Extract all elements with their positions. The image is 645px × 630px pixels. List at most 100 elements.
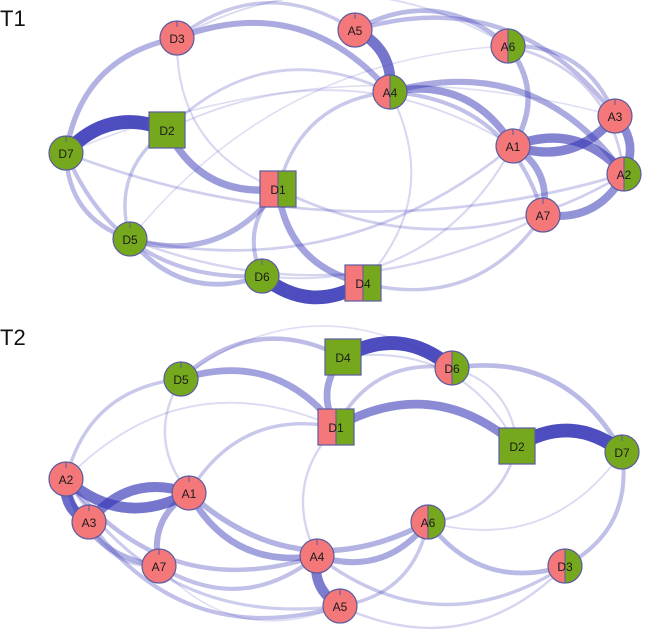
node-d2[interactable]: D2 bbox=[148, 111, 186, 149]
node-d7[interactable]: D7 bbox=[48, 135, 84, 171]
edge-a5-a3 bbox=[352, 15, 618, 119]
node-a5[interactable]: A5 bbox=[337, 12, 373, 48]
node-label: D3 bbox=[169, 32, 185, 46]
edge-a6-d7 bbox=[427, 451, 623, 531]
edge-a1-a4 bbox=[185, 489, 321, 562]
edge-a6-a2 bbox=[506, 44, 626, 176]
node-d1[interactable]: D1 bbox=[259, 170, 297, 208]
edge-a5-a6 bbox=[352, 8, 511, 49]
node-label: D1 bbox=[328, 421, 344, 435]
edge-d4-a4 bbox=[361, 90, 413, 285]
edge-a4-a7 bbox=[387, 89, 546, 218]
edge-a6-d3 bbox=[425, 519, 568, 576]
node-label: A3 bbox=[82, 516, 97, 530]
edge-d5-d4 bbox=[178, 336, 346, 382]
node-label: D2 bbox=[509, 440, 525, 454]
node-label: A4 bbox=[310, 550, 325, 564]
node-a3[interactable]: A3 bbox=[597, 98, 633, 134]
node-a6[interactable]: A6 bbox=[410, 504, 446, 540]
node-label: A6 bbox=[421, 516, 436, 530]
node-label: D5 bbox=[122, 233, 138, 247]
node-a7[interactable]: A7 bbox=[141, 548, 177, 584]
node-label: D2 bbox=[159, 124, 175, 138]
node-label: D1 bbox=[270, 183, 286, 197]
node-a6[interactable]: A6 bbox=[490, 28, 526, 64]
node-label: A6 bbox=[501, 40, 516, 54]
node-label: A2 bbox=[617, 168, 632, 182]
edge-d6-d7 bbox=[449, 363, 625, 455]
node-a1[interactable]: A1 bbox=[495, 128, 531, 164]
node-a4[interactable]: A4 bbox=[372, 74, 408, 110]
node-label: A7 bbox=[536, 209, 551, 223]
node-d5[interactable]: D5 bbox=[112, 221, 148, 257]
node-label: A7 bbox=[152, 560, 167, 574]
node-label: D5 bbox=[173, 373, 189, 387]
edge-a7-a4 bbox=[156, 553, 320, 591]
node-d6[interactable]: D6 bbox=[434, 350, 470, 386]
edge-a7-a5 bbox=[158, 565, 341, 622]
edge-d3-a5 bbox=[175, 1, 357, 40]
node-label: A4 bbox=[383, 86, 398, 100]
panel-label-t1: T1 bbox=[0, 6, 26, 31]
node-label: D4 bbox=[355, 277, 371, 291]
edge-a4-d3 bbox=[315, 554, 567, 607]
node-a5[interactable]: A5 bbox=[322, 588, 358, 624]
node-d2[interactable]: D2 bbox=[498, 427, 536, 465]
node-d3[interactable]: D3 bbox=[547, 548, 583, 584]
edge-a4-a1 bbox=[386, 85, 517, 150]
node-d5[interactable]: D5 bbox=[163, 361, 199, 397]
edge-a1-d1 bbox=[187, 422, 338, 495]
node-d6[interactable]: D6 bbox=[244, 258, 280, 294]
node-label: A5 bbox=[348, 24, 363, 38]
node-label: D3 bbox=[557, 560, 573, 574]
node-a2[interactable]: A2 bbox=[606, 156, 642, 192]
node-label: A3 bbox=[608, 110, 623, 124]
edge-a4-a2 bbox=[387, 78, 627, 177]
node-label: A5 bbox=[333, 600, 348, 614]
edge-d3-a4 bbox=[174, 19, 393, 95]
edge-d3-d7 bbox=[562, 449, 626, 569]
panel-label-t2: T2 bbox=[0, 325, 26, 350]
node-label: D6 bbox=[254, 270, 270, 284]
edge-d5-a7 bbox=[128, 213, 545, 277]
node-label: A2 bbox=[59, 473, 74, 487]
node-d7[interactable]: D7 bbox=[604, 434, 640, 470]
edge-d7-d6 bbox=[63, 150, 265, 279]
node-d4[interactable]: D4 bbox=[344, 264, 382, 302]
edge-a5-d3 bbox=[338, 564, 567, 630]
edge-d5-a6 bbox=[129, 45, 509, 240]
node-label: D7 bbox=[614, 446, 630, 460]
node-a7[interactable]: A7 bbox=[525, 197, 561, 233]
edge-d5-a1 bbox=[128, 144, 515, 252]
node-label: D7 bbox=[58, 147, 74, 161]
node-a2[interactable]: A2 bbox=[48, 461, 84, 497]
node-label: A1 bbox=[506, 140, 521, 154]
edge-d3-d1 bbox=[175, 36, 280, 191]
edge-d1-a2 bbox=[276, 172, 626, 231]
edge-d1-a4 bbox=[301, 425, 338, 558]
edge-d5-d6 bbox=[127, 236, 265, 287]
edge-d4-a7 bbox=[361, 213, 545, 292]
edge-a2-d5 bbox=[64, 377, 183, 481]
node-a4[interactable]: A4 bbox=[299, 538, 335, 574]
node-d3[interactable]: D3 bbox=[159, 20, 195, 56]
node-label: D4 bbox=[335, 351, 351, 365]
edge-d7-a2 bbox=[64, 151, 626, 213]
edge-d1-d2 bbox=[331, 399, 522, 451]
node-d1[interactable]: D1 bbox=[317, 408, 355, 446]
edge-d1-a4 bbox=[276, 90, 392, 191]
edge-d4-d2 bbox=[341, 353, 519, 448]
node-a1[interactable]: A1 bbox=[171, 475, 207, 511]
node-label: A1 bbox=[182, 487, 197, 501]
node-a3[interactable]: A3 bbox=[71, 504, 107, 540]
node-label: D6 bbox=[444, 362, 460, 376]
edge-d3-a6 bbox=[176, 0, 509, 47]
edge-a3-a5 bbox=[86, 519, 343, 620]
edge-d3-d7 bbox=[63, 35, 180, 156]
node-d4[interactable]: D4 bbox=[324, 338, 362, 376]
